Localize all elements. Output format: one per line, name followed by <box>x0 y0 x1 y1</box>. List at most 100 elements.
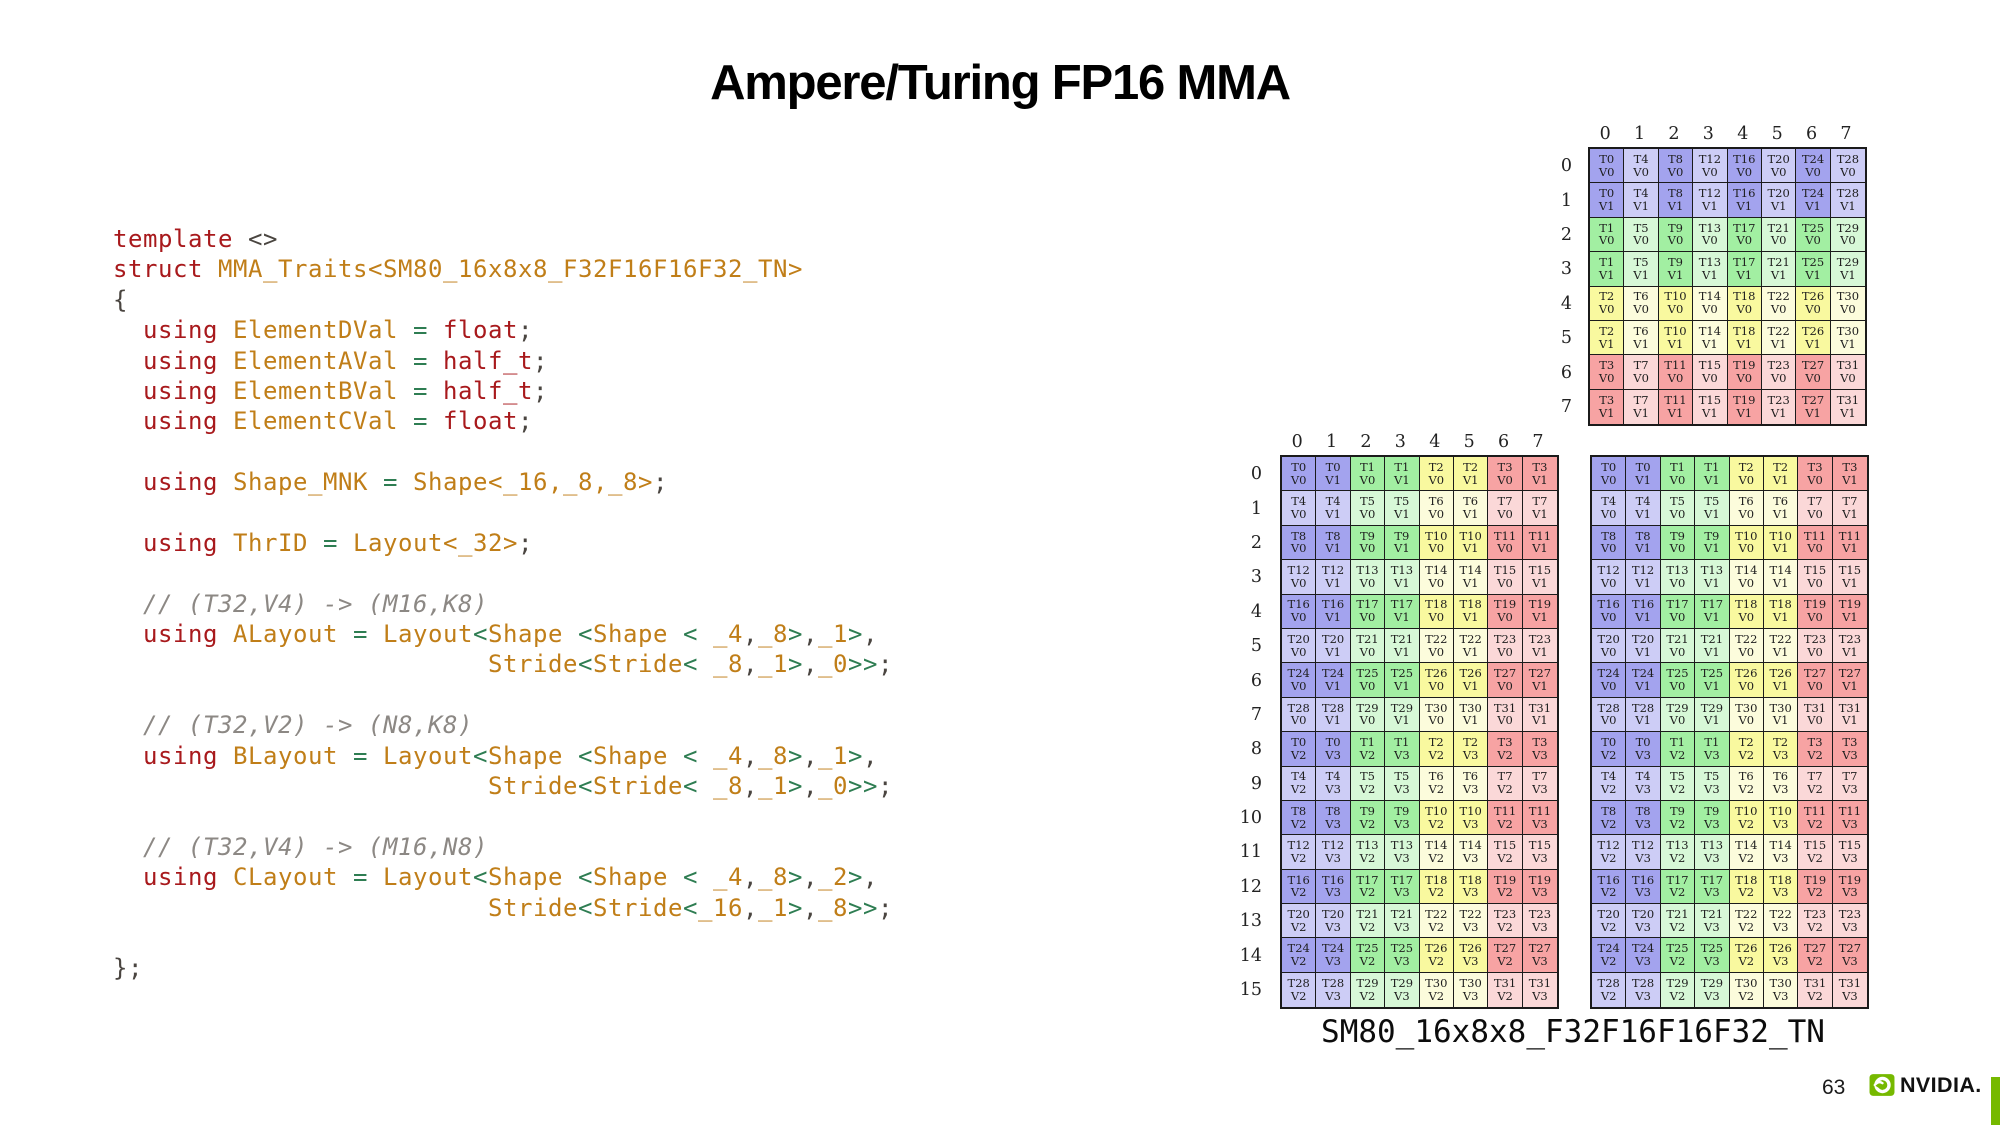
row-header: 9 <box>1250 773 1262 794</box>
grid-cell: T17 V2 <box>1350 869 1386 905</box>
grid-cell: T3 V0 <box>1488 457 1523 492</box>
grid-cell: T11 V1 <box>1658 389 1694 425</box>
grid-cell: T17 V0 <box>1660 594 1696 629</box>
col-header: 7 <box>1840 124 1852 144</box>
col-header: 7 <box>1532 432 1544 452</box>
grid-cell: T19 V1 <box>1522 594 1558 629</box>
grid-cell: T10 V2 <box>1729 800 1764 836</box>
code-line: }; <box>113 954 143 983</box>
code-line: struct MMA_Traits<SM80_16x8x8_F32F16F16F… <box>113 255 803 284</box>
grid-cell: T30 V0 <box>1729 697 1764 733</box>
grid-cell: T4 V2 <box>1592 766 1627 801</box>
grid-cell: T0 V0 <box>1590 149 1625 184</box>
grid-cell: T28 V3 <box>1316 972 1351 1008</box>
grid-cell: T1 V1 <box>1590 252 1625 287</box>
grid-cell: T27 V1 <box>1796 389 1831 425</box>
grid-cell: T15 V3 <box>1832 835 1868 870</box>
grid-cell: T22 V2 <box>1729 904 1764 939</box>
grid-cell: T6 V1 <box>1763 491 1799 526</box>
grid-cell: T14 V1 <box>1763 560 1799 595</box>
grid-cell: T7 V2 <box>1798 766 1833 801</box>
grid-cell: T8 V1 <box>1626 525 1661 561</box>
grid-cell: T8 V0 <box>1658 149 1694 184</box>
code-line: using BLayout = Layout<Shape <Shape < _4… <box>143 741 878 770</box>
grid-cell: T15 V0 <box>1798 560 1833 595</box>
grid-cell: T16 V3 <box>1316 869 1351 905</box>
grid-cell: T26 V3 <box>1763 938 1799 973</box>
grid-cell: T4 V3 <box>1316 766 1351 801</box>
grid-cell: T30 V0 <box>1419 697 1454 733</box>
grid-cell: T13 V1 <box>1695 560 1730 595</box>
grid-cell: T12 V1 <box>1693 183 1728 218</box>
grid-cell: T19 V0 <box>1727 355 1762 390</box>
grid-cell: T27 V2 <box>1798 938 1833 973</box>
grid-cell: T30 V3 <box>1453 972 1489 1008</box>
grid-cell: T13 V3 <box>1695 835 1730 870</box>
grid-cell: T31 V1 <box>1832 697 1868 733</box>
col-header: 4 <box>1429 432 1441 452</box>
grid-cell: T27 V1 <box>1522 663 1558 698</box>
grid-cell: T26 V2 <box>1729 938 1764 973</box>
grid-cell: T1 V3 <box>1695 732 1730 767</box>
grid-cell: T24 V3 <box>1316 938 1351 973</box>
grid-cell: T3 V2 <box>1798 732 1833 767</box>
grid-cell: T12 V3 <box>1316 835 1351 870</box>
grid-cell: T7 V0 <box>1798 491 1833 526</box>
grid-cell: T22 V0 <box>1419 628 1454 664</box>
grid-cell: T25 V0 <box>1796 217 1831 253</box>
grid-cell: T13 V2 <box>1350 835 1386 870</box>
row-header: 7 <box>1560 396 1572 417</box>
col-header: 2 <box>1360 432 1372 452</box>
grid-cell: T27 V3 <box>1832 938 1868 973</box>
grid-cell: T2 V3 <box>1763 732 1799 767</box>
grid-cell: T28 V1 <box>1316 697 1351 733</box>
grid-cell: T17 V3 <box>1695 869 1730 905</box>
grid-cell: T15 V2 <box>1488 835 1523 870</box>
grid-cell: T20 V0 <box>1282 628 1317 664</box>
grid-cell: T12 V1 <box>1316 560 1351 595</box>
grid-cell: T23 V0 <box>1488 628 1523 664</box>
grid-cell: T29 V3 <box>1385 972 1420 1008</box>
grid-cell: T9 V3 <box>1385 800 1420 836</box>
grid-cell: T25 V0 <box>1350 663 1386 698</box>
grid-cell: T17 V2 <box>1660 869 1696 905</box>
row-header: 4 <box>1560 293 1572 314</box>
grid-cell: T18 V3 <box>1453 869 1489 905</box>
row-header: 2 <box>1250 532 1262 553</box>
grid-cell: T11 V1 <box>1832 525 1868 561</box>
grid-cell: T3 V2 <box>1488 732 1523 767</box>
grid-cell: T26 V0 <box>1729 663 1764 698</box>
row-header: 11 <box>1239 842 1262 863</box>
grid-cell: T25 V3 <box>1385 938 1420 973</box>
grid-cell: T1 V3 <box>1385 732 1420 767</box>
nvidia-logo: NVIDIA. <box>1869 1072 1982 1098</box>
grid-cell: T27 V3 <box>1522 938 1558 973</box>
grid-cell: T17 V0 <box>1350 594 1386 629</box>
grid-cell: T22 V3 <box>1763 904 1799 939</box>
grid-cell: T28 V0 <box>1592 697 1627 733</box>
grid-cell: T14 V1 <box>1693 320 1728 356</box>
grid-cell: T20 V2 <box>1282 904 1317 939</box>
grid-cell: T19 V0 <box>1488 594 1523 629</box>
grid-cell: T3 V3 <box>1832 732 1868 767</box>
grid-cell: T24 V0 <box>1592 663 1627 698</box>
grid-cell: T24 V1 <box>1316 663 1351 698</box>
grid-cell: T2 V1 <box>1590 320 1625 356</box>
row-header: 0 <box>1250 464 1262 485</box>
grid-cell: T5 V1 <box>1695 491 1730 526</box>
row-header: 0 <box>1560 156 1572 177</box>
grid-cell: T15 V2 <box>1798 835 1833 870</box>
code-line: Stride<Stride< _8,_1>,_0>>; <box>487 650 893 679</box>
grid-cell: T14 V3 <box>1763 835 1799 870</box>
grid-cell: T25 V1 <box>1385 663 1420 698</box>
col-header: 6 <box>1805 124 1818 144</box>
grid-cell: T21 V1 <box>1695 628 1730 664</box>
row-header: 6 <box>1560 362 1572 383</box>
grid-cell: T13 V3 <box>1385 835 1420 870</box>
grid-cell: T3 V1 <box>1522 457 1558 492</box>
grid-cell: T18 V1 <box>1453 594 1489 629</box>
grid-cell: T0 V0 <box>1592 457 1627 492</box>
